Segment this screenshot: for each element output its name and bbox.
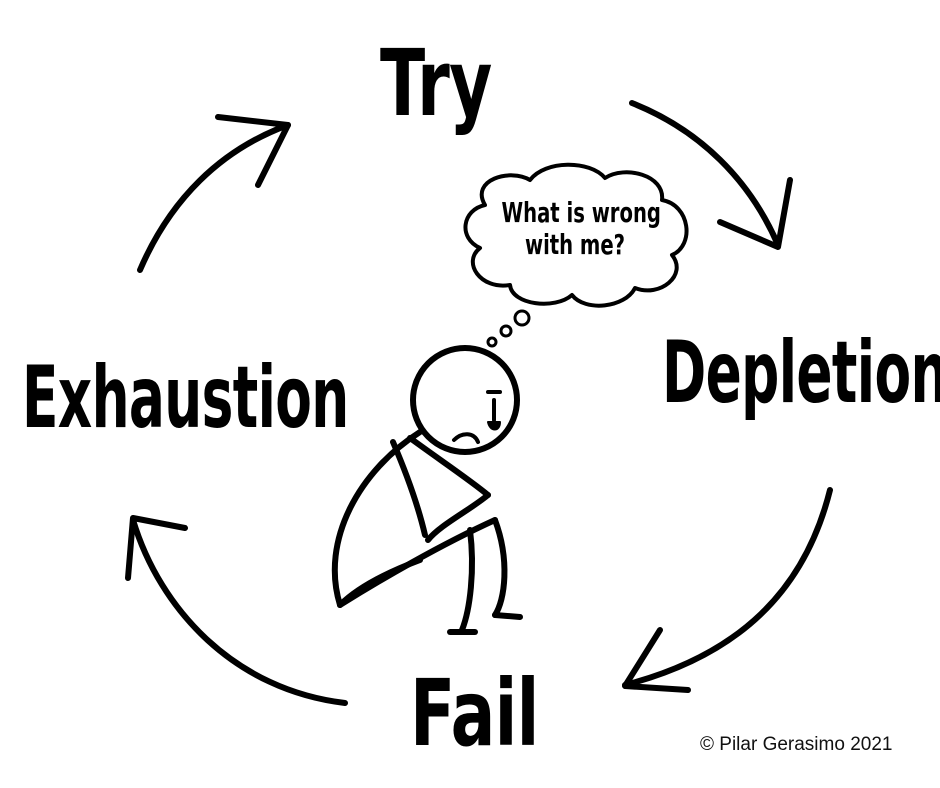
- thought-trail-medium: [499, 324, 513, 338]
- stage-label-depletion: Depletion: [662, 323, 940, 423]
- thought-bubble-cloud: [463, 162, 689, 308]
- stage-label-fail: Fail: [410, 660, 539, 767]
- stage-label-try: Try: [380, 30, 492, 137]
- thought-trail-small: [486, 336, 498, 348]
- thought-trail-large: [513, 309, 531, 327]
- stage-label-exhaustion: Exhaustion: [22, 348, 349, 448]
- sad-stick-figure-icon: [331, 345, 523, 635]
- thought-bubble-line-2: with me?: [524, 228, 626, 261]
- arrow-depletion-to-fail-icon: [622, 487, 833, 693]
- arrow-try-to-depletion-icon: [629, 100, 793, 250]
- arrow-fail-to-exhaustion-icon: [125, 515, 348, 706]
- thought-bubble-line-1: What is wrong: [501, 196, 661, 229]
- arrow-exhaustion-to-try-icon: [137, 114, 291, 273]
- copyright-notice: © Pilar Gerasimo 2021: [700, 734, 893, 755]
